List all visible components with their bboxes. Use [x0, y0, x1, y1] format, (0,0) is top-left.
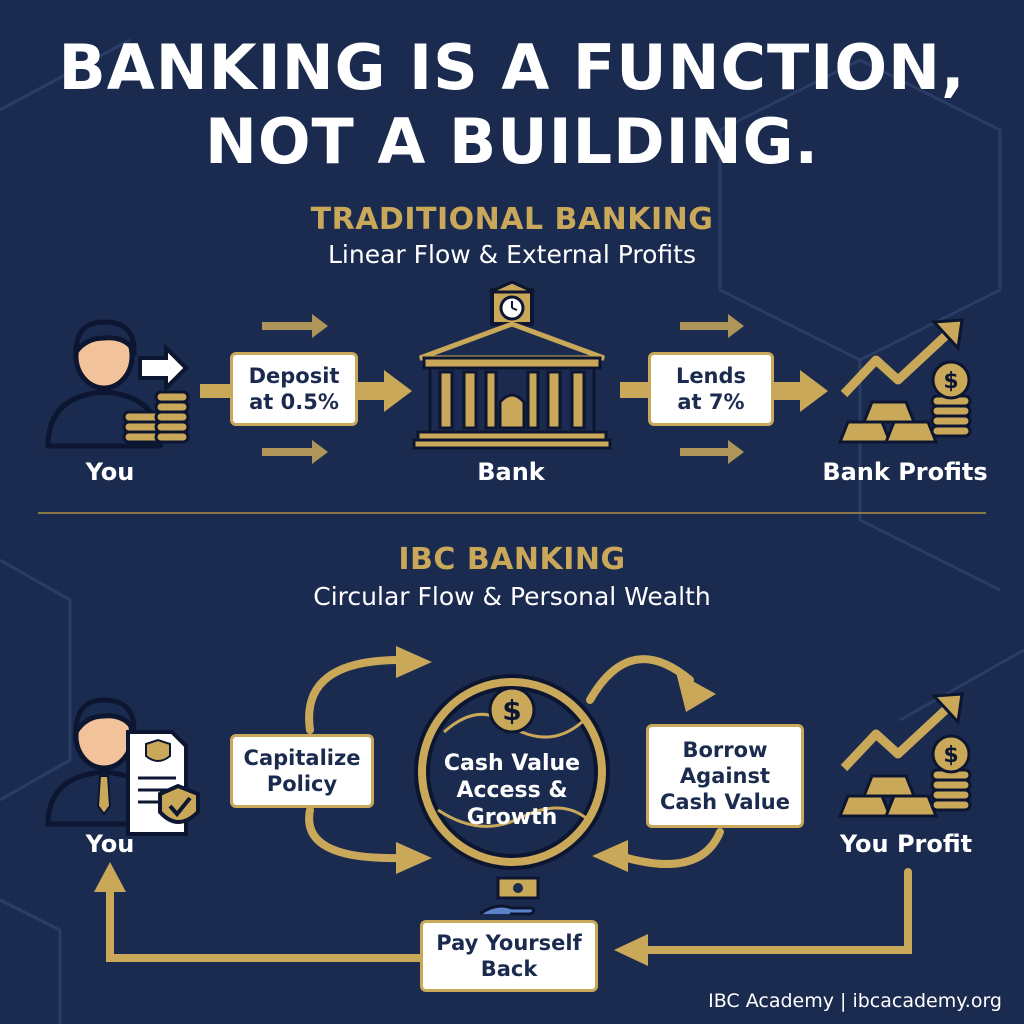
- borrow-line-1: Borrow: [682, 738, 768, 762]
- traditional-you-label: You: [85, 458, 135, 486]
- center-line-2: Access &: [456, 778, 568, 803]
- capitalize-line-1: Capitalize: [243, 746, 361, 770]
- svg-text:$: $: [943, 743, 958, 768]
- capitalize-line-2: Policy: [266, 772, 338, 796]
- payback-line-2: Back: [480, 957, 538, 981]
- bank-profits-label: Bank Profits: [822, 458, 988, 486]
- svg-text:$: $: [943, 369, 958, 394]
- center-line-3: Growth: [466, 805, 558, 830]
- traditional-heading: TRADITIONAL BANKING: [310, 202, 714, 237]
- traditional-flow-arrows: [200, 314, 828, 464]
- borrow-box: Borrow Against Cash Value: [646, 724, 804, 828]
- money-hand-icon: [479, 876, 540, 916]
- section-divider: [38, 512, 986, 514]
- lends-line-2: at 7%: [677, 390, 745, 414]
- pay-yourself-back-box: Pay Yourself Back: [420, 920, 598, 992]
- bank-building-icon: [412, 280, 612, 450]
- traditional-subheading: Linear Flow & External Profits: [327, 240, 696, 269]
- ibc-heading: IBC BANKING: [398, 542, 626, 577]
- center-line-1: Cash Value: [443, 751, 581, 776]
- footer-credit: IBC Academy | ibcacademy.org: [708, 990, 1002, 1012]
- person-with-coins-icon: [45, 319, 190, 449]
- deposit-line-1: Deposit: [248, 364, 340, 388]
- dollar-coin-icon: $: [502, 694, 522, 727]
- main-title-line-1: BANKING IS A FUNCTION,: [58, 31, 966, 104]
- borrow-line-3: Cash Value: [659, 790, 790, 814]
- cash-value-circle: [414, 674, 610, 870]
- lends-box: Lends at 7%: [648, 352, 774, 426]
- lends-line-1: Lends: [675, 364, 747, 388]
- you-profit-label: You Profit: [839, 830, 973, 858]
- deposit-line-2: at 0.5%: [249, 390, 339, 414]
- profit-growth-icon: $: [837, 692, 972, 818]
- capitalize-policy-box: Capitalize Policy: [230, 734, 374, 808]
- ibc-subheading: Circular Flow & Personal Wealth: [313, 582, 711, 611]
- bank-label: Bank: [477, 458, 545, 486]
- deposit-box: Deposit at 0.5%: [230, 352, 358, 426]
- payback-line-1: Pay Yourself: [436, 931, 582, 955]
- main-title-line-2: NOT A BUILDING.: [204, 105, 820, 178]
- cash-value-text: Cash Value Access & Growth: [430, 750, 594, 831]
- ibc-you-label: You: [85, 830, 135, 858]
- person-with-policy-icon: [45, 697, 200, 836]
- borrow-line-2: Against: [679, 764, 771, 788]
- gold-growth-icon: $: [837, 318, 972, 444]
